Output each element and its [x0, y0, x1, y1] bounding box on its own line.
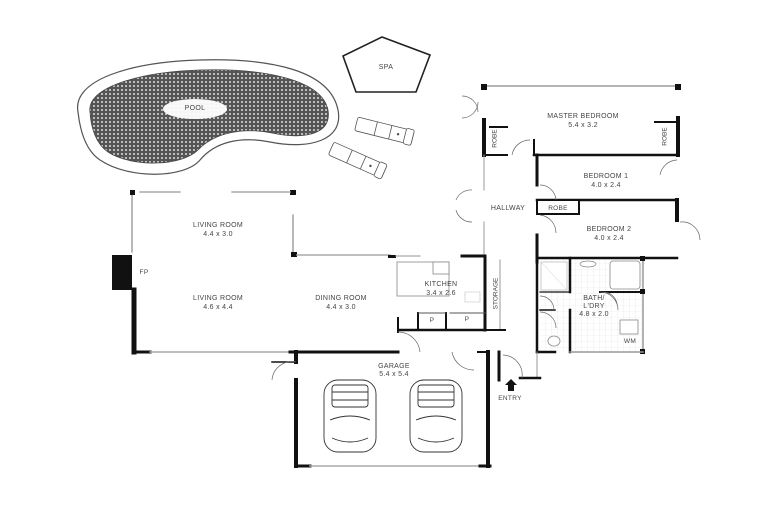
- master-bedroom-name: MASTER BEDROOM: [547, 113, 619, 120]
- car-left: [323, 379, 377, 453]
- bedroom-1-name: BEDROOM 1: [583, 173, 629, 180]
- pool: [77, 59, 340, 175]
- hallway-label: HALLWAY: [490, 205, 526, 212]
- bedroom-2-name: BEDROOM 2: [586, 226, 632, 233]
- bedroom-2-size: 4.0 x 2.4: [594, 235, 624, 242]
- bath-name-line1: BATH/: [583, 295, 605, 302]
- bath-name-line2: L'DRY: [583, 303, 605, 310]
- spa: [342, 36, 432, 93]
- garage-name: GARAGE: [378, 363, 410, 370]
- robe-left-label: ROBE: [491, 129, 499, 148]
- hall-robe-label: ROBE: [548, 205, 568, 212]
- pantry-1-label: P: [429, 317, 435, 324]
- door-swings: [271, 95, 701, 381]
- fireplace-label: FP: [139, 269, 149, 276]
- kitchen-name: KITCHEN: [424, 281, 458, 288]
- living-room-upper-size: 4.4 x 3.0: [203, 231, 233, 238]
- kitchen-size: 3.4 x 2.6: [426, 290, 456, 297]
- bath-size: 4.8 x 2.0: [579, 311, 609, 318]
- dining-room-name: DINING ROOM: [315, 295, 367, 302]
- walls: [112, 84, 681, 468]
- master-bedroom-size: 5.4 x 3.2: [568, 122, 598, 129]
- car-right: [409, 379, 463, 453]
- sun-loungers: [328, 117, 415, 180]
- dining-room-size: 4.4 x 3.0: [326, 304, 356, 311]
- living-room-upper-name: LIVING ROOM: [193, 222, 243, 229]
- wm-label: WM: [623, 338, 637, 345]
- garage-size: 5.4 x 5.4: [379, 371, 409, 378]
- pool-label: POOL: [184, 105, 206, 112]
- living-room-lower-size: 4.6 x 4.4: [203, 304, 233, 311]
- entry-label: ENTRY: [498, 395, 522, 402]
- pantry-2-label: P: [464, 316, 470, 323]
- spa-label: SPA: [378, 64, 394, 71]
- robe-right-label: ROBE: [661, 127, 669, 146]
- living-room-lower-name: LIVING ROOM: [193, 295, 243, 302]
- bedroom-1-size: 4.0 x 2.4: [591, 182, 621, 189]
- entry-arrow-icon: [505, 379, 517, 391]
- storage-label: STORAGE: [492, 277, 500, 310]
